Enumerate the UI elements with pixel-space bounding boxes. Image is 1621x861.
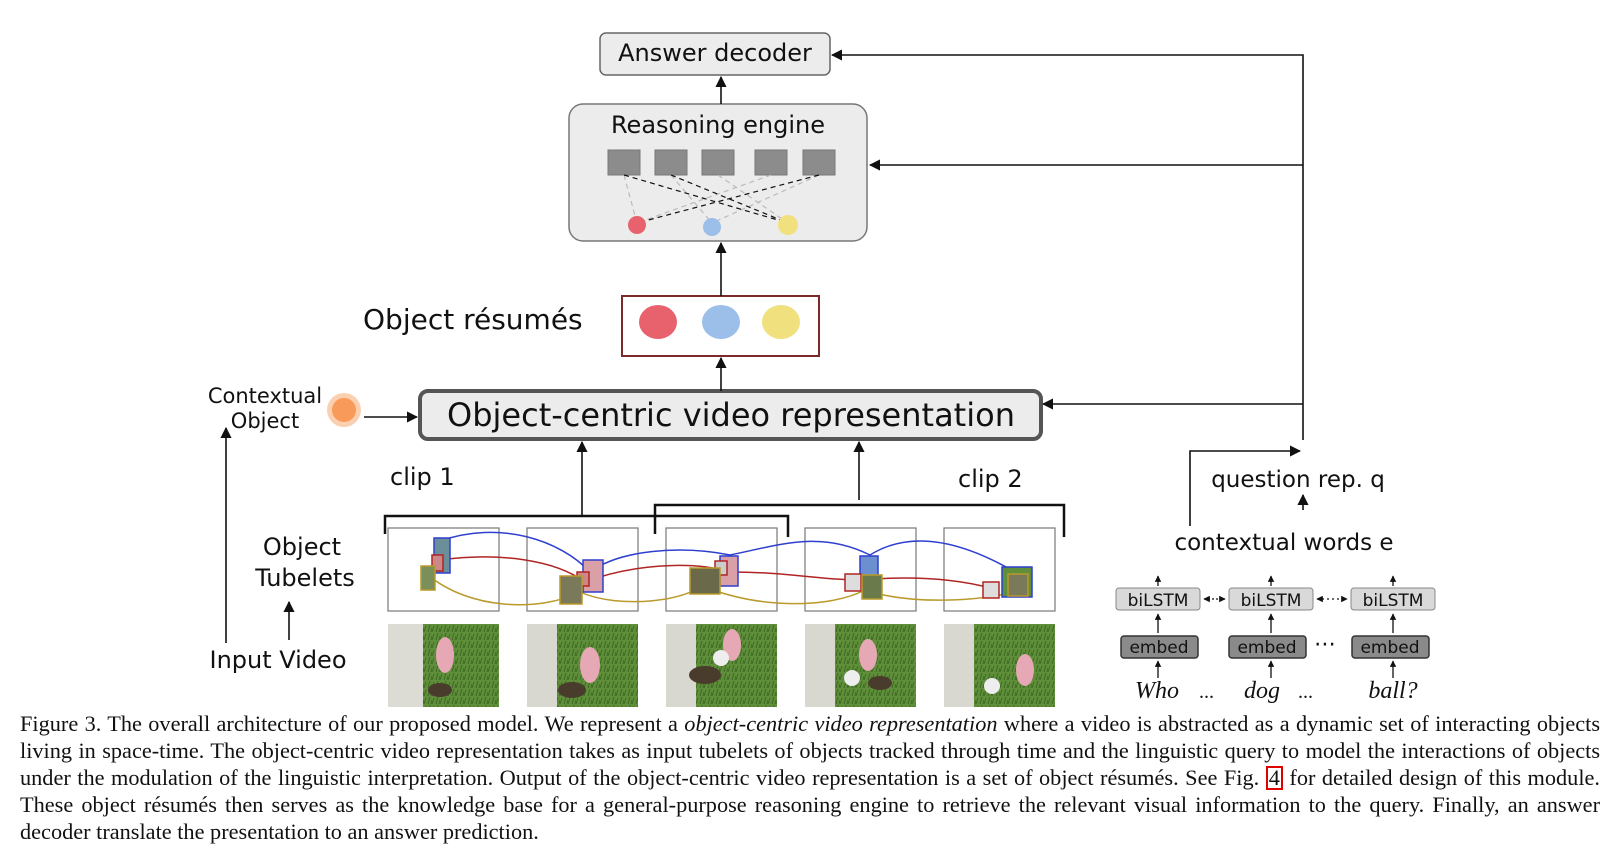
word-ellipsis-2: ... (1299, 681, 1314, 703)
embed-ellipsis: ⋯ (1314, 632, 1336, 657)
bilstm-1: biLSTM (1128, 591, 1189, 611)
reasoning-yellow-node (778, 215, 798, 235)
clip2-label: clip 2 (958, 465, 1023, 493)
embed-row: embed embed ⋯ embed (1120, 632, 1430, 659)
resume-red-object (639, 305, 677, 339)
figure-ref-link[interactable]: 4 (1265, 766, 1283, 790)
clip-brackets (383, 503, 1066, 537)
reasoning-red-node (628, 216, 646, 234)
contextual-words-label: contextual words e (1174, 530, 1393, 556)
question-words: Who ... dog ... ball? (1135, 678, 1418, 704)
answer-decoder-label: Answer decoder (618, 39, 812, 67)
caption-text-3: for detailed design of this module. Thes… (20, 765, 1600, 844)
bilstm-2: biLSTM (1241, 591, 1302, 611)
resume-yellow-object (762, 305, 800, 339)
word-dog: dog (1244, 678, 1280, 704)
input-video-label: Input Video (209, 646, 346, 674)
contextual-object-label-2: Object (231, 409, 299, 433)
ocvr-box: Object-centric video representation (418, 389, 1043, 441)
question-rep-label: question rep. q (1211, 467, 1385, 493)
architecture-diagram: Answer decoder Reasoning engine Object r… (208, 32, 1436, 707)
bilstm-links (1154, 575, 1397, 678)
bilstm-3: biLSTM (1363, 591, 1424, 611)
bilstm-row: biLSTM biLSTM biLSTM (1115, 587, 1436, 611)
reasoning-engine-label: Reasoning engine (611, 111, 825, 139)
word-ball: ball? (1368, 678, 1417, 704)
word-who: Who (1135, 678, 1179, 704)
contextual-object-label-1: Contextual (208, 384, 322, 408)
object-tubelets-label-1: Object (263, 533, 341, 561)
object-resumes-box (621, 295, 820, 357)
contextual-object-node (332, 398, 356, 422)
word-ellipsis-1: ... (1200, 681, 1215, 703)
figure-caption: Figure 3. The overall architecture of ou… (20, 710, 1600, 845)
tubelet-boxes (420, 537, 1033, 605)
clip1-label: clip 1 (390, 463, 455, 491)
embed-2: embed (1237, 638, 1296, 658)
embed-3: embed (1360, 638, 1419, 658)
object-resumes-label: Object résumés (363, 303, 583, 336)
object-tubelets-label-2: Tubelets (254, 564, 355, 592)
embed-1: embed (1129, 638, 1188, 658)
input-video-frames (388, 624, 1055, 707)
attention-links (623, 174, 820, 224)
reasoning-blue-node (703, 218, 721, 236)
caption-emphasis: object-centric video representation (684, 711, 998, 736)
flow-arrows (220, 49, 1309, 643)
memory-cells (607, 149, 836, 176)
reasoning-engine-box: Reasoning engine (568, 103, 868, 242)
caption-text-2: where a video is abstracted as a dynamic… (20, 711, 1601, 790)
caption-text-1: Figure 3. The overall architecture of ou… (20, 711, 685, 736)
resume-blue-object (702, 305, 740, 339)
ocvr-label: Object-centric video representation (447, 396, 1015, 434)
answer-decoder-box: Answer decoder (599, 32, 831, 76)
